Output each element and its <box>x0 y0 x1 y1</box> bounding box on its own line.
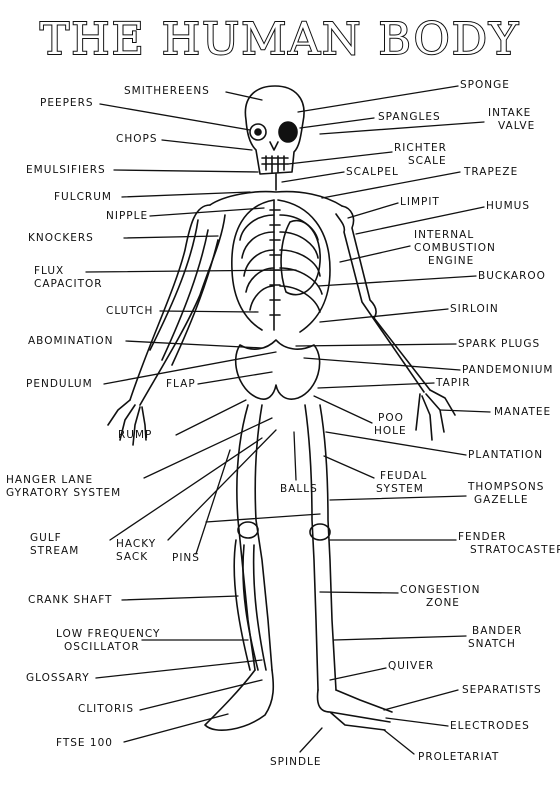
label-clitoris: CLITORIS <box>78 703 135 715</box>
label-pandemonium: PANDEMONIUM <box>462 364 554 376</box>
label-limpit: LIMPIT <box>400 196 440 208</box>
label-glossary: GLOSSARY <box>26 672 90 684</box>
label-peepers: PEEPERS <box>40 97 94 109</box>
label-trapeze: TRAPEZE <box>464 166 519 178</box>
label-thompsons-gazelle-line2: GAZELLE <box>474 494 529 506</box>
label-buckaroo: BUCKAROO <box>478 270 546 282</box>
label-pendulum: PENDULUM <box>26 378 93 390</box>
label-intake-valve: INTAKE VALVE <box>488 107 535 133</box>
label-proletariat: PROLETARIAT <box>418 751 500 763</box>
spine <box>269 173 281 331</box>
label-spindle: SPINDLE <box>270 756 322 768</box>
label-crank-shaft: CRANK SHAFT <box>28 594 113 606</box>
label-fulcrum: FULCRUM <box>54 191 112 203</box>
label-poo-hole-line1: POO <box>378 412 404 424</box>
label-poo-hole: POO HOLE <box>374 412 407 438</box>
left-arm <box>107 204 226 446</box>
label-richter-scale-line1: RICHTER <box>394 142 447 154</box>
skull <box>244 85 305 175</box>
label-spangles: SPANGLES <box>378 111 441 123</box>
label-hacky-sack-line1: HACKY <box>116 538 157 550</box>
label-intake-valve-line1: INTAKE <box>488 107 532 119</box>
label-flux-capacitor: FLUX CAPACITOR <box>34 265 103 291</box>
label-intake-valve-line2: VALVE <box>498 120 536 132</box>
label-clutch: CLUTCH <box>106 305 154 317</box>
page-title: THE HUMAN BODY <box>39 13 521 66</box>
label-plantation: PLANTATION <box>468 449 544 461</box>
label-gulf-stream: GULF STREAM <box>30 532 79 558</box>
label-abomination: ABOMINATION <box>28 335 114 347</box>
label-feudal-system-line2: SYSTEM <box>376 483 424 495</box>
leader-lines <box>85 85 491 755</box>
label-separatists: SEPARATISTS <box>462 684 542 696</box>
label-bander-snatch-line2: SNATCH <box>468 638 516 650</box>
label-fender-line1: FENDER <box>458 531 507 543</box>
label-flux-capacitor-line1: FLUX <box>34 265 65 277</box>
label-sponge: SPONGE <box>460 79 510 91</box>
label-ice-line2: COMBUSTION <box>414 242 496 254</box>
label-fender-line2: STRATOCASTER <box>470 544 560 556</box>
label-hacky-sack-line2: SACK <box>116 551 149 563</box>
label-hanger-lane-gyratory-system: HANGER LANE GYRATORY SYSTEM <box>6 474 121 500</box>
label-humus: HUMUS <box>486 200 530 212</box>
label-congestion-zone-line2: ZONE <box>426 597 460 609</box>
label-feudal-system-line1: FEUDAL <box>380 470 428 482</box>
label-tapir: TAPIR <box>436 377 471 389</box>
label-ftse-100: FTSE 100 <box>56 737 113 749</box>
label-pins: PINS <box>172 552 200 564</box>
clavicles <box>209 190 343 207</box>
label-flux-capacitor-line2: CAPACITOR <box>34 278 103 290</box>
label-gulf-stream-line2: STREAM <box>30 545 80 557</box>
label-lfo-line1: LOW FREQUENCY <box>56 628 161 640</box>
label-internal-combustion-engine: INTERNAL COMBUSTION ENGINE <box>414 229 496 268</box>
label-fender-stratocaster: FENDER STRATOCASTER <box>458 531 560 557</box>
label-knockers: KNOCKERS <box>28 232 94 244</box>
label-low-frequency-oscillator: LOW FREQUENCY OSCILLATOR <box>56 628 160 654</box>
label-bander-snatch: BANDER SNATCH <box>468 625 522 651</box>
label-thompsons-gazelle: THOMPSONS GAZELLE <box>468 481 544 507</box>
label-nipple: NIPPLE <box>106 210 149 222</box>
label-gulf-stream-line1: GULF <box>30 532 62 544</box>
label-richter-scale: RICHTER SCALE <box>394 142 447 168</box>
label-lfo-line2: OSCILLATOR <box>64 641 140 653</box>
pelvis <box>234 339 321 400</box>
heart-lung <box>280 219 321 296</box>
label-hanger-lane-line1: HANGER LANE <box>6 474 94 486</box>
label-richter-scale-line2: SCALE <box>408 155 447 167</box>
right-foot <box>316 689 393 731</box>
label-spark-plugs: SPARK PLUGS <box>458 338 541 350</box>
label-congestion-zone-line1: CONGESTION <box>400 584 481 596</box>
label-thompsons-gazelle-line1: THOMPSONS <box>468 481 545 493</box>
label-manatee: MANATEE <box>494 406 552 418</box>
label-electrodes: ELECTRODES <box>450 720 530 732</box>
label-hanger-lane-line2: GYRATORY SYSTEM <box>6 487 122 499</box>
label-quiver: QUIVER <box>388 660 435 672</box>
label-hacky-sack: HACKY SACK <box>116 538 156 564</box>
label-feudal-system: FEUDAL SYSTEM <box>376 470 427 496</box>
label-rump: RUMP <box>118 429 153 441</box>
label-sirloin: SIRLOIN <box>450 303 499 315</box>
label-ice-line3: ENGINE <box>428 255 475 267</box>
label-emulsifiers: EMULSIFIERS <box>26 164 106 176</box>
label-scalpel: SCALPEL <box>346 166 399 178</box>
label-flap: FLAP <box>166 378 196 390</box>
label-smithereens: SMITHEREENS <box>124 85 210 97</box>
label-bander-snatch-line1: BANDER <box>472 625 523 637</box>
legs <box>233 404 337 691</box>
label-poo-hole-line2: HOLE <box>374 425 407 437</box>
label-congestion-zone: CONGESTION ZONE <box>400 584 481 610</box>
label-balls: BALLS <box>280 483 318 495</box>
left-foot <box>204 669 275 731</box>
label-ice-line1: INTERNAL <box>414 229 475 241</box>
label-chops: CHOPS <box>116 133 158 145</box>
